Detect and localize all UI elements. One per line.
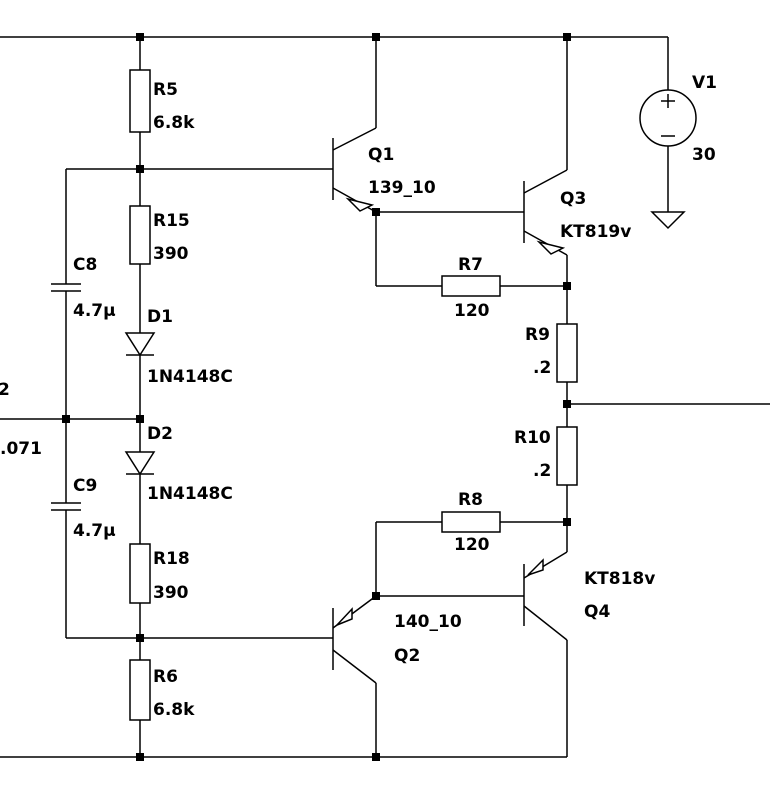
transistor-q1 (332, 127, 377, 213)
resistor-r15 (129, 205, 151, 265)
label-r6-value: 6.8k (153, 700, 195, 720)
label-r5-value: 6.8k (153, 113, 195, 133)
label-c8-name: C8 (73, 255, 97, 275)
capacitor-c9 (51, 502, 81, 511)
label-c8-value: 4.7µ (73, 301, 116, 321)
label-v1-name: V1 (692, 73, 717, 93)
label-partial-name: 2 (0, 380, 10, 400)
label-r18-value: 390 (153, 583, 189, 603)
resistor-r9 (556, 323, 578, 383)
label-d2-name: D2 (147, 424, 173, 444)
label-d1-value: 1N4148C (147, 367, 233, 387)
label-q1-value: 139_10 (368, 178, 436, 198)
resistor-r5 (129, 69, 151, 133)
label-c9-value: 4.7µ (73, 521, 116, 541)
label-r9-value: .2 (533, 358, 551, 378)
label-r15-name: R15 (153, 211, 190, 231)
label-r7-value: 120 (454, 301, 490, 321)
transistor-q3 (523, 169, 568, 256)
resistor-r10 (556, 426, 578, 486)
label-partial-value: .071 (0, 439, 42, 459)
label-r8-value: 120 (454, 535, 490, 555)
capacitor-c8 (51, 283, 81, 292)
transistor-q2 (332, 595, 377, 684)
label-r8-name: R8 (458, 490, 483, 510)
label-q1-name: Q1 (368, 145, 394, 165)
label-r18-name: R18 (153, 549, 190, 569)
label-q4-value: KT818v (584, 569, 655, 589)
diode-d2 (124, 451, 156, 476)
resistor-r6 (129, 659, 151, 721)
voltage-source-v1 (639, 89, 697, 147)
label-r9-name: R9 (525, 325, 550, 345)
resistor-r8 (441, 511, 501, 533)
ground-icon (650, 211, 686, 230)
transistor-q4 (523, 551, 568, 641)
label-v1-value: 30 (692, 145, 716, 165)
label-q4-name: Q4 (584, 602, 610, 622)
label-q3-value: KT819v (560, 222, 631, 242)
label-r6-name: R6 (153, 667, 178, 687)
label-c9-name: C9 (73, 476, 97, 496)
label-r15-value: 390 (153, 244, 189, 264)
label-d1-name: D1 (147, 307, 173, 327)
resistor-r7 (441, 275, 501, 297)
label-r10-name: R10 (514, 428, 551, 448)
wires (0, 36, 770, 758)
label-d2-value: 1N4148C (147, 484, 233, 504)
junction-dots (62, 33, 571, 761)
label-r7-name: R7 (458, 255, 483, 275)
resistor-r18 (129, 543, 151, 604)
label-r5-name: R5 (153, 80, 178, 100)
label-q2-name: Q2 (394, 646, 420, 666)
label-r10-value: .2 (533, 461, 551, 481)
label-q3-name: Q3 (560, 189, 586, 209)
diode-d1 (124, 332, 156, 357)
label-q2-value: 140_10 (394, 612, 462, 632)
